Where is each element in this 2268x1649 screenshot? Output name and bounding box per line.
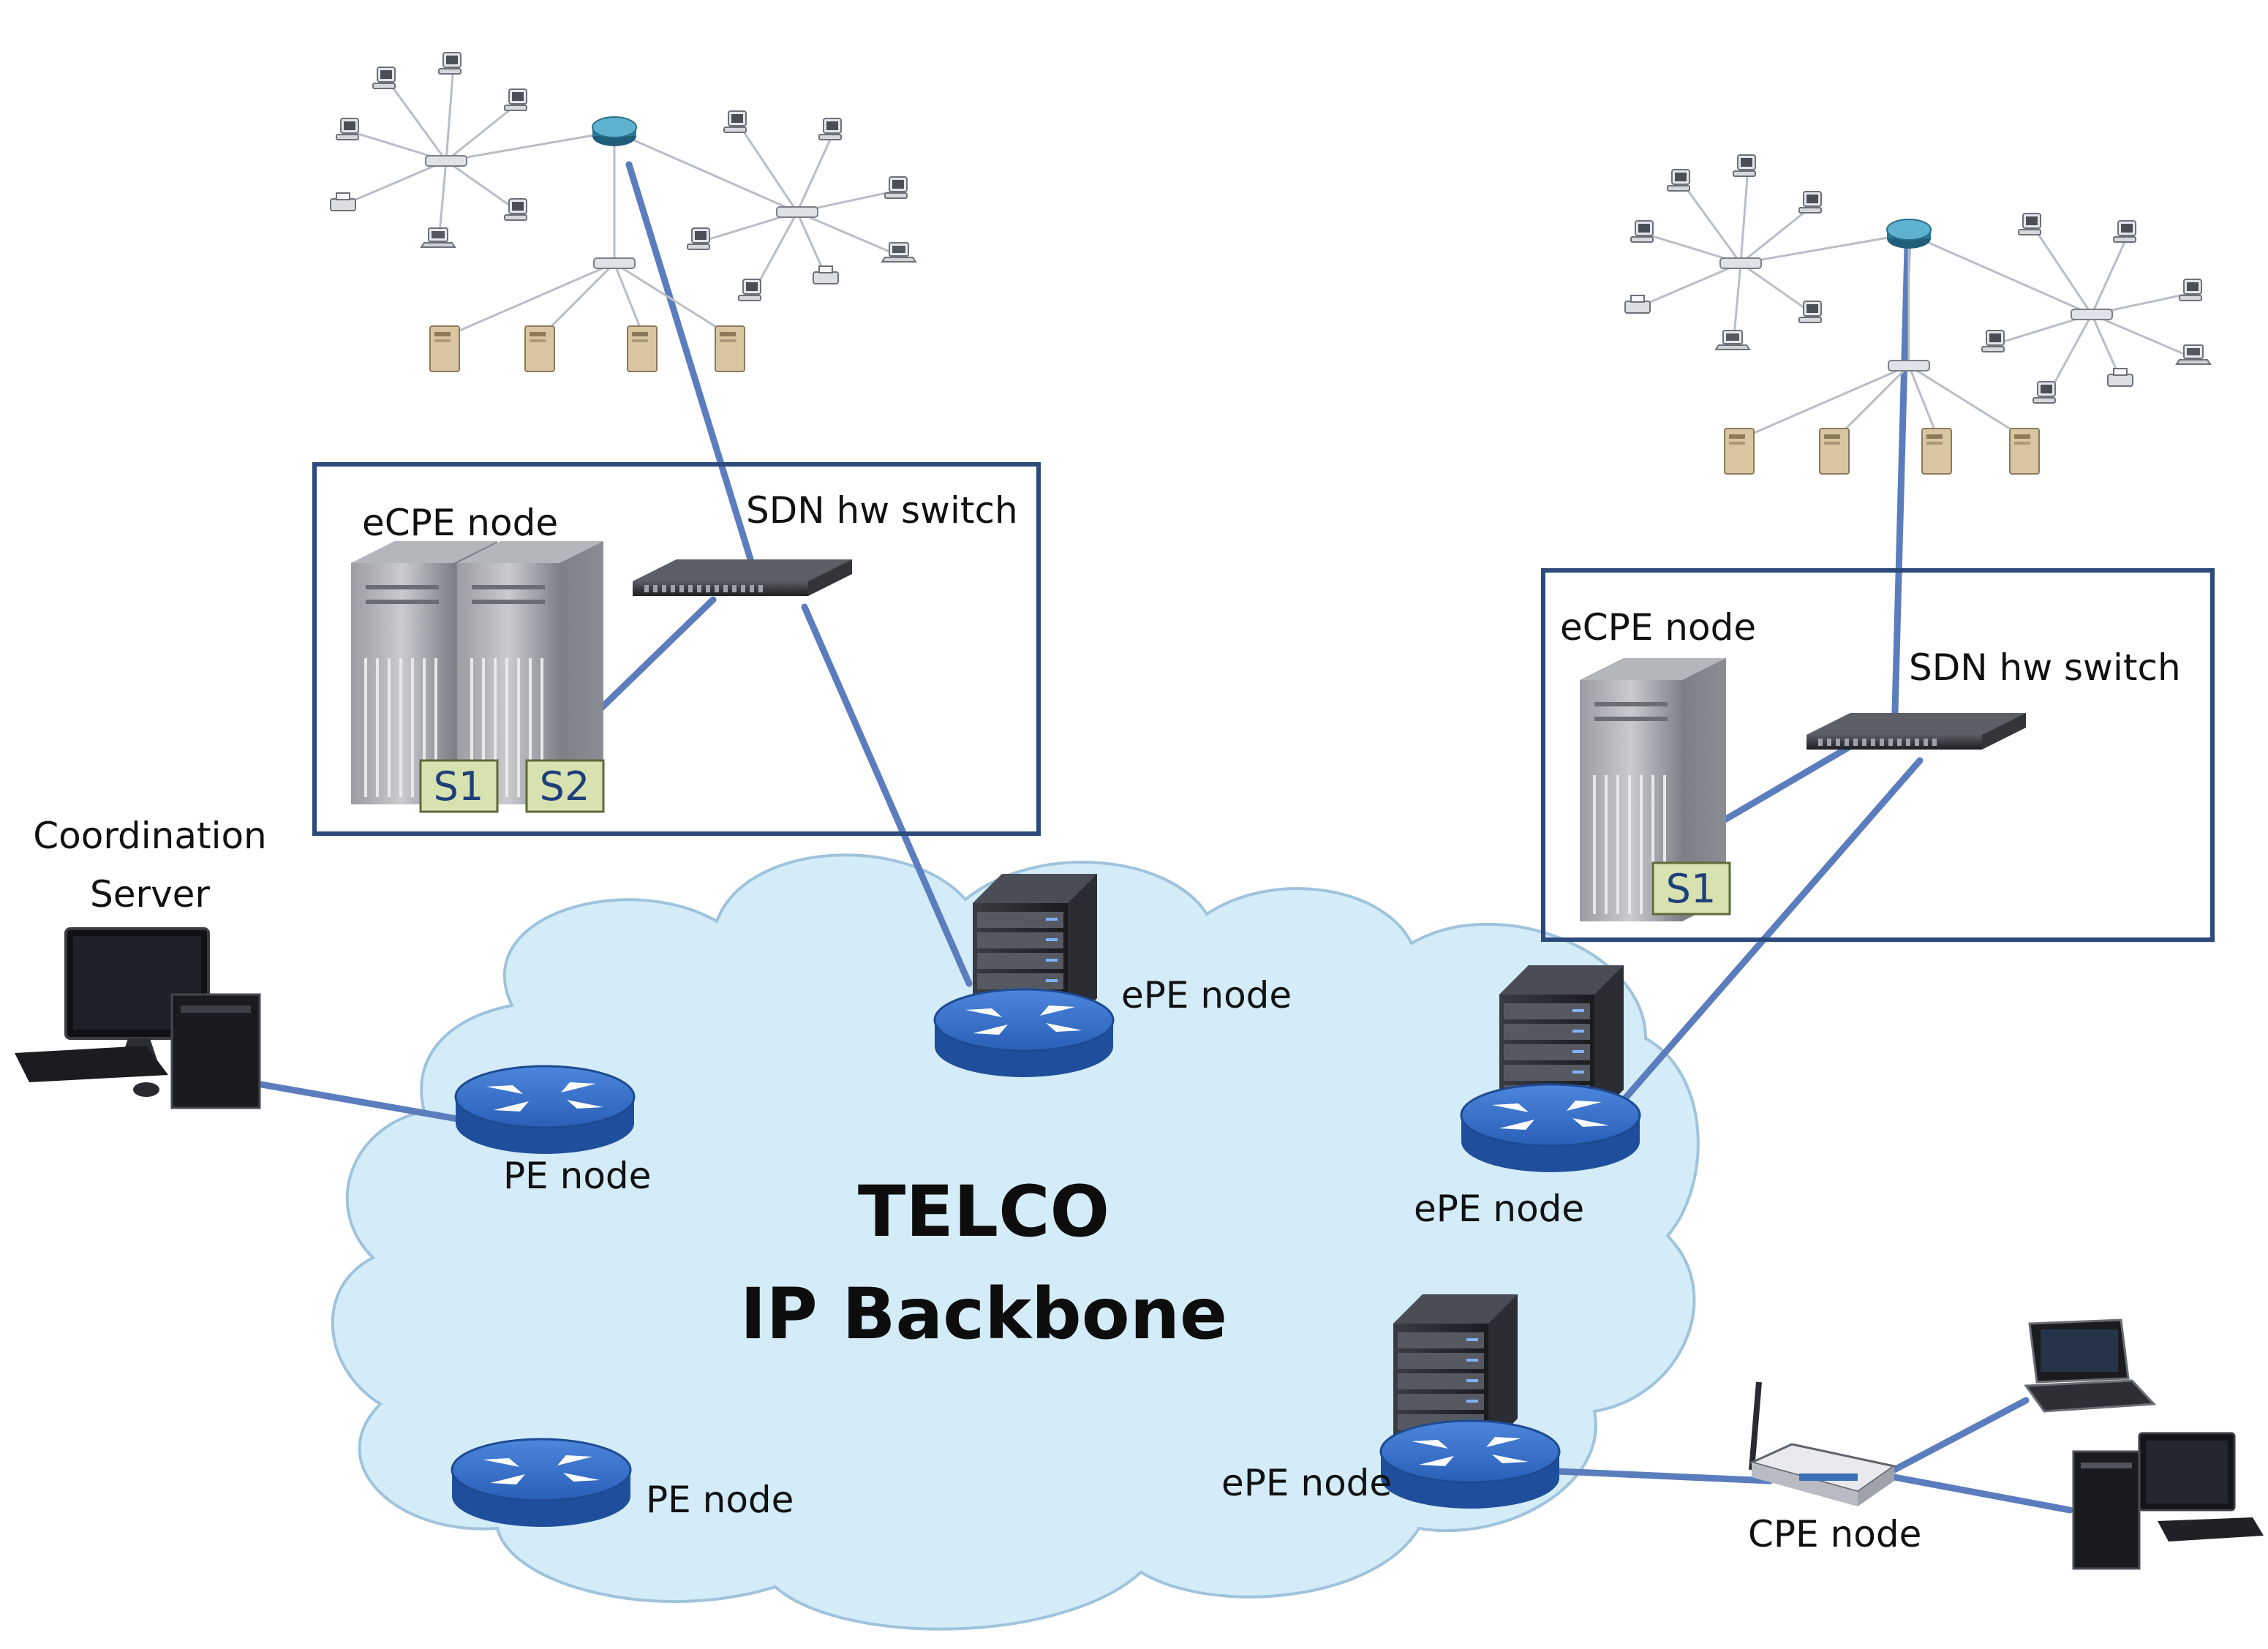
link-epe-to-cpe bbox=[1554, 1468, 1774, 1484]
pe-label-top: PE node bbox=[503, 1155, 651, 1197]
sdn-label-left: SDN hw switch bbox=[746, 489, 1018, 532]
svg-text:S1: S1 bbox=[1666, 866, 1717, 912]
network-links bbox=[245, 161, 2073, 1514]
epe-label-center: ePE node bbox=[1121, 974, 1292, 1016]
ecpe-label-right: eCPE node bbox=[1560, 606, 1756, 649]
link-coord-to-pe bbox=[245, 1079, 461, 1122]
ecpe-label-left: eCPE node bbox=[362, 502, 558, 544]
sdn-label-right: SDN hw switch bbox=[1909, 646, 2181, 689]
pe-node-top bbox=[454, 1065, 636, 1155]
service-tag-left-s2: S2 bbox=[525, 759, 605, 813]
backbone-title-line1: TELCO bbox=[858, 1171, 1109, 1253]
link-cpe-to-desktop bbox=[1891, 1473, 2073, 1514]
laptop bbox=[2024, 1318, 2157, 1413]
link-ecpe-right-to-sdn bbox=[1722, 735, 1867, 823]
epe-label-bottom: ePE node bbox=[1221, 1462, 1392, 1504]
ip-backbone-cloud bbox=[331, 853, 1700, 1631]
sdn-switch-left bbox=[633, 559, 852, 596]
ecpe-box-left bbox=[312, 462, 1041, 836]
service-tag-right-s1: S1 bbox=[1651, 861, 1731, 916]
lan-cluster-right bbox=[1625, 155, 2210, 474]
link-lan-to-sdn-right bbox=[1891, 245, 1911, 742]
epe-label-right: ePE node bbox=[1414, 1188, 1584, 1230]
coordination-server bbox=[15, 927, 261, 1109]
coordination-label-line2: Server bbox=[90, 873, 210, 916]
coordination-label-line1: Coordination bbox=[33, 815, 267, 857]
link-sdn-right-to-epe bbox=[1616, 757, 1924, 1108]
sdn-switch-right bbox=[1807, 713, 2026, 750]
link-cpe-to-laptop bbox=[1891, 1397, 2030, 1473]
link-lan-to-sdn-left bbox=[625, 161, 764, 596]
service-tag-left-s1: S1 bbox=[419, 759, 499, 813]
svg-text:S1: S1 bbox=[434, 763, 484, 810]
backbone-title-line2: IP Backbone bbox=[740, 1273, 1227, 1355]
desktop-pc bbox=[2072, 1432, 2264, 1570]
link-ecpe-left-to-sdn bbox=[589, 596, 717, 720]
pe-label-bottom: PE node bbox=[646, 1479, 794, 1521]
ecpe-box-right bbox=[1541, 568, 2215, 942]
lan-cluster-left bbox=[331, 53, 916, 371]
svg-text:S2: S2 bbox=[540, 763, 590, 810]
link-sdn-left-to-epe bbox=[801, 603, 973, 987]
cpe-router bbox=[1748, 1381, 1897, 1506]
pe-node-bottom bbox=[451, 1438, 632, 1528]
cpe-label: CPE node bbox=[1748, 1513, 1921, 1555]
